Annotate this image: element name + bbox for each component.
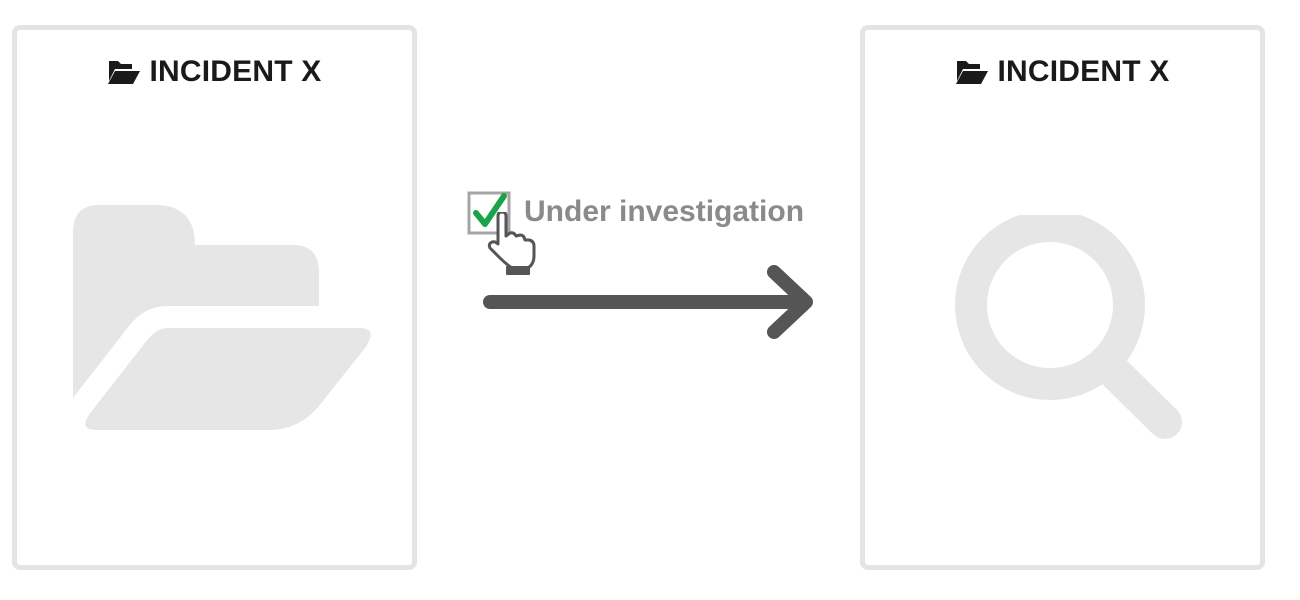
folder-open-icon: [108, 61, 141, 84]
status-change: Under investigation: [466, 190, 836, 280]
folder-open-icon: [956, 61, 989, 84]
incident-card-after: INCIDENT X: [860, 25, 1265, 570]
card-title: INCIDENT X: [149, 55, 322, 88]
card-header: INCIDENT X: [865, 52, 1260, 92]
hand-pointer-icon: [487, 212, 536, 275]
card-title: INCIDENT X: [997, 55, 1170, 88]
arrow-right-icon: [483, 265, 813, 339]
folder-open-icon: [73, 205, 371, 430]
incident-card-before: INCIDENT X: [12, 25, 417, 570]
card-header: INCIDENT X: [17, 52, 412, 92]
magnifier-icon: [955, 215, 1182, 439]
status-label: Under investigation: [524, 195, 805, 228]
